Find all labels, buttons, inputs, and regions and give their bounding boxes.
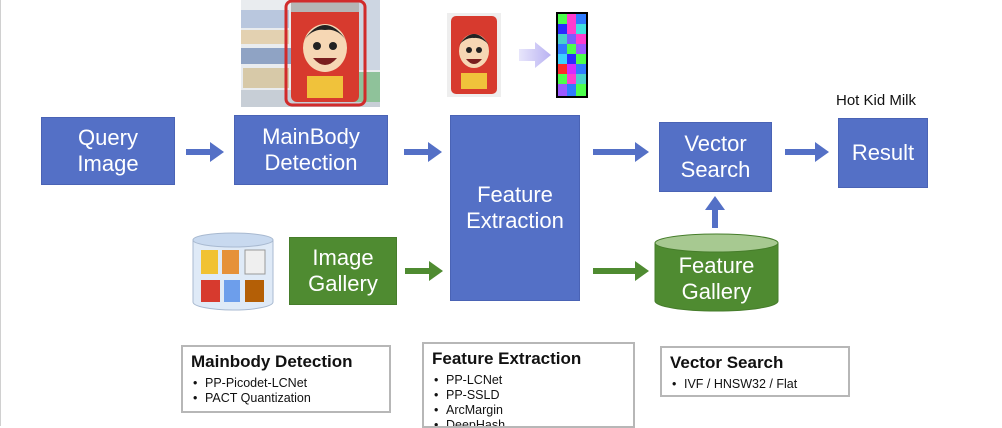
feature-panel-title: Feature Extraction [432,349,582,368]
vector-search-node: Vector Search [659,122,772,192]
list-item: IVF / HNSW32 / Flat [670,377,840,392]
list-item: ArcMargin [432,403,625,418]
image-gallery-database-icon [192,232,274,311]
vector-search-panel: Vector Search IVF / HNSW32 / Flat [660,346,850,397]
mainbody-detection-label: MainBody Detection [262,124,360,175]
left-border-line [0,0,1,426]
image-gallery-label: Image Gallery [308,245,378,296]
image-gallery-node: Image Gallery [289,237,397,305]
mainbody-panel-list: PP-Picodet-LCNet PACT Quantization [191,376,381,406]
mainbody-detection-panel: Mainbody Detection PP-Picodet-LCNet PACT… [181,345,391,413]
result-node: Result [838,118,928,188]
arrow-extraction-to-search [593,142,649,162]
product-shelf-photo [241,0,380,107]
arrow-query-to-detection [186,142,224,162]
cropped-product-photo [447,13,501,97]
feature-gallery-node: Feature Gallery [654,233,779,313]
feature-arrow-icon [519,42,551,68]
result-caption: Hot Kid Milk [836,92,917,109]
list-item: PP-SSLD [432,388,625,403]
mainbody-panel-title: Mainbody Detection [191,352,353,371]
arrow-feature-gallery-to-search [705,196,725,228]
vector-search-label: Vector Search [680,131,751,182]
cropped-product-photo-icon [447,13,501,97]
feature-extraction-panel: Feature Extraction PP-LCNet PP-SSLD ArcM… [422,342,635,428]
feature-gallery-label: Feature Gallery [678,253,755,304]
result-label: Result [851,140,915,165]
list-item: PP-Picodet-LCNet [191,376,381,391]
arrow-search-to-result [785,142,829,162]
feature-vector-strip-icon [556,12,588,98]
database-cylinder-icon [654,233,779,312]
list-item: PACT Quantization [191,391,381,406]
image-gallery-database [192,232,274,312]
canned-milk-product-photo-icon [241,0,380,107]
mainbody-detection-node: MainBody Detection [234,115,388,185]
vector-panel-title: Vector Search [670,353,784,372]
arrow-gallery-to-extraction [405,261,443,281]
list-item: DeepHash [432,418,625,426]
feature-vector-strip [556,12,588,98]
feature-extraction-label: Feature Extraction [466,182,564,233]
vector-panel-list: IVF / HNSW32 / Flat [670,377,840,392]
list-item: PP-LCNet [432,373,625,388]
arrow-detection-to-extraction [404,142,442,162]
query-image-node: Query Image [41,117,175,185]
arrow-extraction-to-feature-gallery [593,261,649,281]
feature-panel-list: PP-LCNet PP-SSLD ArcMargin DeepHash [432,373,625,426]
feature-extraction-node: Feature Extraction [450,115,580,301]
query-image-label: Query Image [77,125,139,176]
